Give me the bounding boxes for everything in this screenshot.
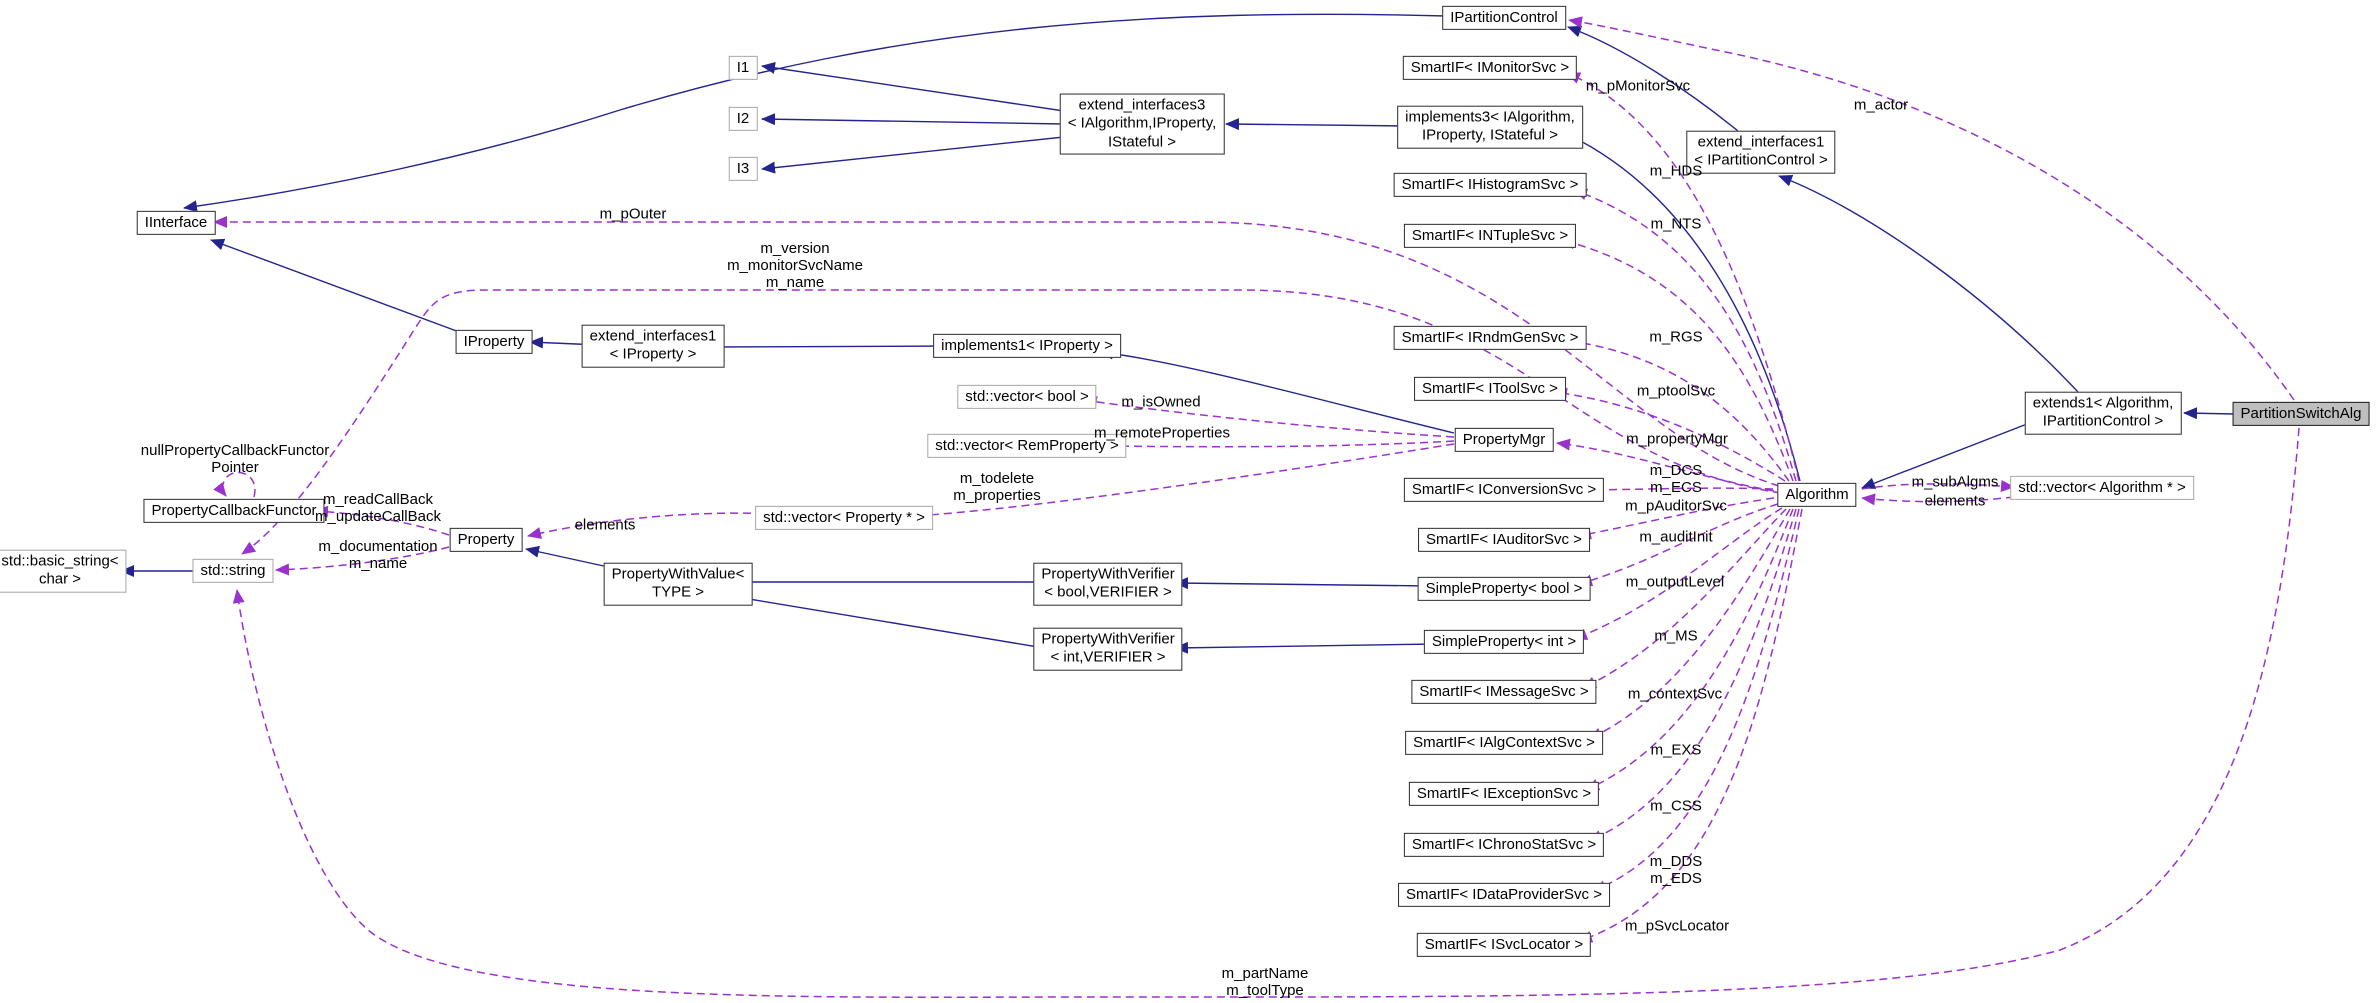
node-ipartitioncontrol[interactable]: IPartitionControl <box>1442 5 1566 31</box>
edge-label-elements-right: elements <box>1924 492 1986 510</box>
node-partitionswitchalg: PartitionSwitchAlg <box>2232 401 2370 427</box>
edge-label-m-pauditorsvc: m_pAuditorSvc <box>1625 497 1727 515</box>
node-iproperty[interactable]: IProperty <box>455 329 533 355</box>
edge-label-m-subalgms: m_subAlgms <box>1911 473 1999 491</box>
node-smartif-irndmgensvc[interactable]: SmartIF< IRndmGenSvc > <box>1393 325 1587 351</box>
edge-label-m-outputlevel: m_outputLevel <box>1625 573 1725 591</box>
node-smartif-isvclocator[interactable]: SmartIF< ISvcLocator > <box>1416 932 1592 958</box>
node-propertymgr[interactable]: PropertyMgr <box>1454 427 1554 453</box>
edge-label-m-remoteproperties: m_remoteProperties <box>1094 424 1230 442</box>
edge-label-m-auditinit: m_auditInit <box>1639 528 1713 546</box>
node-std-basic-string-char: std::basic_string< char > <box>0 549 127 593</box>
node-smartif-ialgcontextsvc[interactable]: SmartIF< IAlgContextSvc > <box>1405 730 1603 756</box>
edge-label-m-documentation-name: m_documentation m_name <box>318 538 438 572</box>
node-property[interactable]: Property <box>449 527 523 553</box>
edge-label-m-isowned: m_isOwned <box>1121 393 1201 411</box>
edge-label-m-rgs: m_RGS <box>1649 328 1703 346</box>
node-std-vector-remproperty: std::vector< RemProperty > <box>927 433 1127 459</box>
node-std-vector-algorithm-ptr: std::vector< Algorithm * > <box>2010 475 2194 501</box>
node-smartif-iconversionsvc[interactable]: SmartIF< IConversionSvc > <box>1403 477 1605 503</box>
node-propertywithvalue-type[interactable]: PropertyWithValue< TYPE > <box>603 562 753 606</box>
edge-label-m-contextsvc: m_contextSvc <box>1627 685 1723 703</box>
edge-label-m-ms: m_MS <box>1654 627 1698 645</box>
edge-label-m-hds: m_HDS <box>1649 162 1703 180</box>
edge-label-m-todelete-properties: m_todelete m_properties <box>953 470 1041 504</box>
node-implements1-iproperty[interactable]: implements1< IProperty > <box>933 333 1121 359</box>
edge-label-m-propertymgr: m_propertyMgr <box>1626 430 1728 448</box>
node-smartif-intuplesvc[interactable]: SmartIF< INTupleSvc > <box>1403 223 1577 249</box>
node-std-vector-property-ptr: std::vector< Property * > <box>755 505 933 531</box>
edge-label-elements-left: elements <box>574 516 636 534</box>
edge-label-m-css: m_CSS <box>1650 797 1702 815</box>
node-smartif-itoolsvc[interactable]: SmartIF< IToolSvc > <box>1414 376 1566 402</box>
node-smartif-ichronostatsvc[interactable]: SmartIF< IChronoStatSvc > <box>1403 832 1605 858</box>
node-i3: I3 <box>728 156 758 182</box>
node-iinterface[interactable]: IInterface <box>136 210 216 236</box>
edge-label-m-ptoolsvc: m_ptoolSvc <box>1636 382 1716 400</box>
edge-label-m-exs: m_EXS <box>1650 741 1702 759</box>
node-simpleproperty-bool[interactable]: SimpleProperty< bool > <box>1417 576 1591 602</box>
node-std-string: std::string <box>192 558 274 584</box>
edge-label-m-dds-eds: m_DDS m_EDS <box>1649 853 1703 887</box>
node-smartif-imonitorsvc[interactable]: SmartIF< IMonitorSvc > <box>1402 55 1578 81</box>
edge-label-nullpropertycallbackfunctor-pointer: nullPropertyCallbackFunctor Pointer <box>140 442 330 476</box>
node-i2: I2 <box>728 106 758 132</box>
node-extend-interfaces1-iproperty[interactable]: extend_interfaces1 < IProperty > <box>581 324 725 368</box>
node-smartif-ihistogramsvc[interactable]: SmartIF< IHistogramSvc > <box>1393 172 1587 198</box>
node-propertycallbackfunctor[interactable]: PropertyCallbackFunctor <box>143 498 325 524</box>
edge-label-m-actor: m_actor <box>1853 96 1909 114</box>
node-implements3[interactable]: implements3< IAlgorithm, IProperty, ISta… <box>1397 105 1583 149</box>
node-smartif-imessagesvc[interactable]: SmartIF< IMessageSvc > <box>1411 679 1597 705</box>
node-smartif-iexceptionsvc[interactable]: SmartIF< IExceptionSvc > <box>1408 781 1600 807</box>
edge-label-m-dcs-ecs: m_DCS m_ECS <box>1649 462 1703 496</box>
node-std-vector-bool: std::vector< bool > <box>957 384 1097 410</box>
node-propertywithverifier-int[interactable]: PropertyWithVerifier < int,VERIFIER > <box>1033 627 1183 671</box>
edge-label-m-readcallback-updatecallback: m_readCallBack m_updateCallBack <box>315 491 441 525</box>
edge-label-m-version-group: m_version m_monitorSvcName m_name <box>727 239 863 291</box>
node-smartif-idataprovidersvc[interactable]: SmartIF< IDataProviderSvc > <box>1398 882 1610 908</box>
node-smartif-iauditorsvc[interactable]: SmartIF< IAuditorSvc > <box>1418 527 1590 553</box>
node-simpleproperty-int[interactable]: SimpleProperty< int > <box>1423 629 1585 655</box>
node-i1: I1 <box>728 55 758 81</box>
node-extends1-algorithm-ipartitioncontrol[interactable]: extends1< Algorithm, IPartitionControl > <box>2024 391 2182 435</box>
edge-label-m-pmonitorsvc: m_pMonitorSvc <box>1585 77 1691 95</box>
edge-label-m-partname-tooltype: m_partName m_toolType <box>1221 965 1309 999</box>
edge-label-m-psvclocator: m_pSvcLocator <box>1624 917 1730 935</box>
edge-label-m-pouter: m_pOuter <box>599 205 667 223</box>
edge-label-m-nts: m_NTS <box>1650 215 1702 233</box>
node-propertywithverifier-bool[interactable]: PropertyWithVerifier < bool,VERIFIER > <box>1033 562 1183 606</box>
node-extend-interfaces3[interactable]: extend_interfaces3 < IAlgorithm,IPropert… <box>1059 93 1225 155</box>
node-extend-interfaces1-ipartitioncontrol[interactable]: extend_interfaces1 < IPartitionControl > <box>1686 130 1836 174</box>
node-algorithm[interactable]: Algorithm <box>1777 482 1857 508</box>
